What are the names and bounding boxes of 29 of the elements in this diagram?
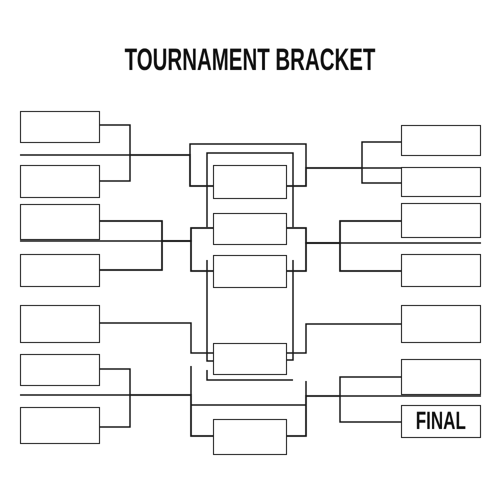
bracket-line bbox=[287, 167, 401, 187]
entry-box bbox=[213, 213, 287, 245]
entry-box bbox=[213, 255, 287, 288]
entry-box bbox=[20, 354, 100, 386]
slot-label: FINAL bbox=[416, 409, 466, 434]
bracket-line bbox=[100, 322, 213, 354]
entry-box bbox=[213, 343, 287, 375]
bracket-line bbox=[287, 323, 401, 354]
entry-box bbox=[20, 165, 100, 198]
entry-box bbox=[401, 254, 481, 287]
entry-box bbox=[401, 305, 481, 343]
entry-box bbox=[20, 254, 100, 287]
entry-box bbox=[401, 167, 481, 197]
title: TOURNAMENT BRACKET bbox=[124, 44, 376, 75]
entry-box bbox=[401, 203, 481, 238]
entry-box bbox=[213, 165, 287, 199]
entry-box bbox=[20, 204, 100, 240]
entry-box bbox=[20, 111, 100, 143]
bracket-line bbox=[287, 242, 401, 272]
bracket-line bbox=[100, 394, 213, 437]
bracket-line bbox=[100, 154, 213, 187]
entry-box bbox=[401, 405, 481, 438]
entry-box bbox=[20, 407, 100, 444]
entry-box bbox=[213, 419, 287, 455]
entry-box bbox=[401, 359, 481, 395]
entry-box bbox=[401, 125, 481, 156]
bracket-line bbox=[287, 395, 401, 437]
bracket-line bbox=[100, 240, 213, 272]
entry-box bbox=[20, 305, 100, 343]
